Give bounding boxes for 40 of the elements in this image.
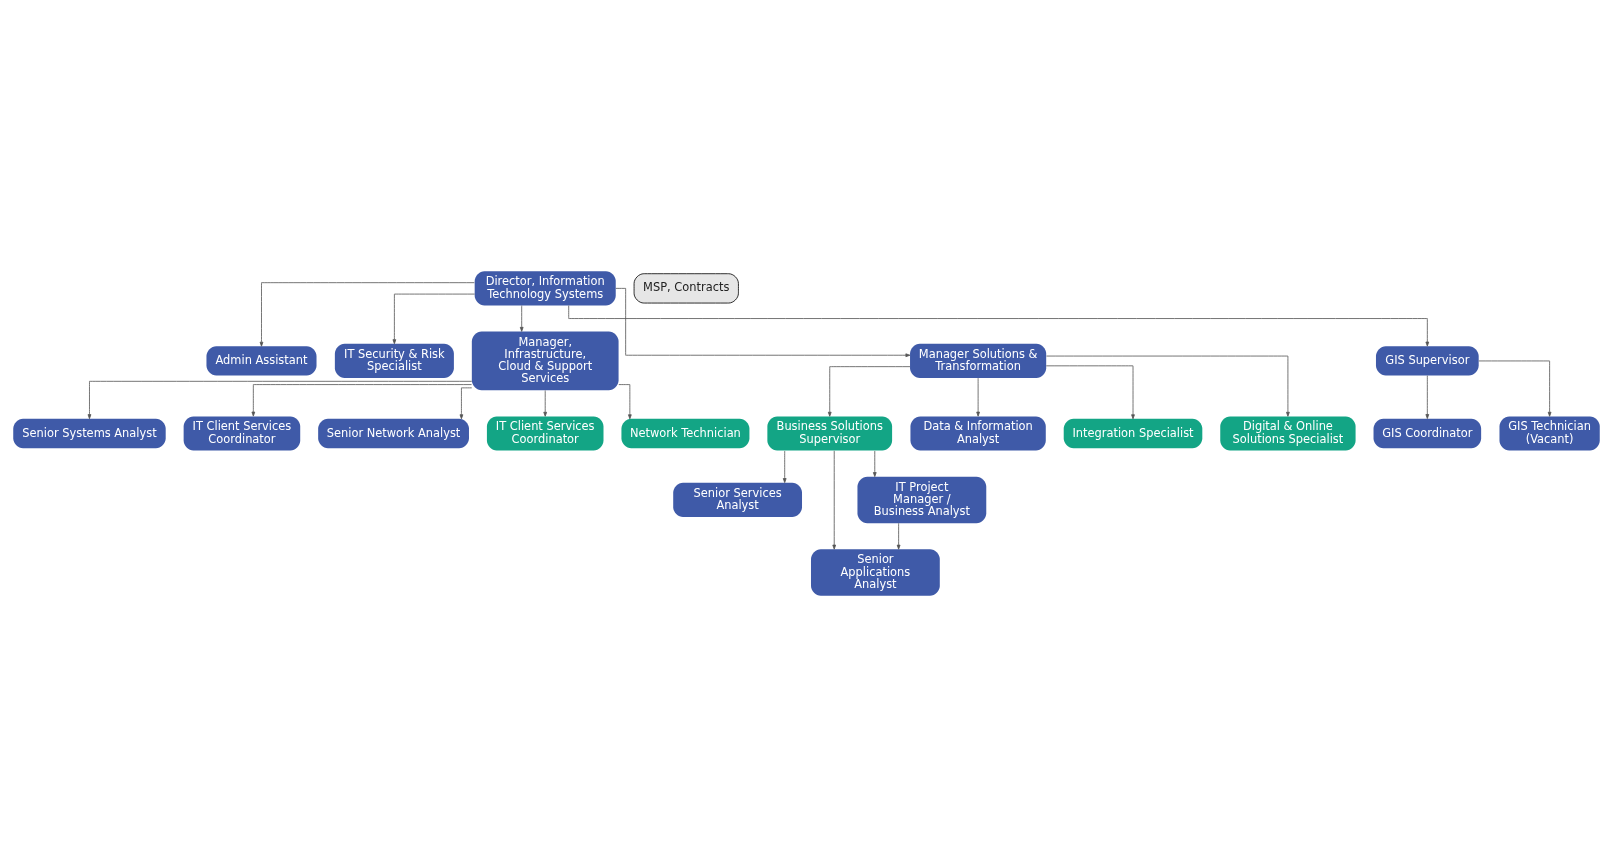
node-box: GIS Coordinator: [1373, 418, 1482, 448]
node-box: GIS Supervisor: [1375, 345, 1479, 376]
arrow: [872, 450, 877, 477]
node-box: Data & Information Analyst: [910, 415, 1046, 451]
node-box: Manager Solutions & Transformation: [910, 343, 1047, 378]
arrow: [827, 365, 911, 417]
arrow: [782, 450, 787, 483]
arrow: [618, 383, 632, 419]
arrow: [87, 380, 473, 419]
arrow: [459, 386, 473, 419]
node-box: Senior Services Analyst: [673, 482, 802, 517]
node-box: Senior Applications Analyst: [811, 548, 940, 596]
node-box: Manager, Infrastructure, Cloud & Support Services: [471, 331, 619, 390]
node-box: Digital & Online Solutions Specialist: [1220, 415, 1356, 451]
arrow: [392, 293, 476, 344]
arrow: [568, 304, 1430, 347]
node-box: Director, Information Technology Systems: [474, 270, 616, 305]
arrow: [543, 389, 548, 417]
node-box: Admin Assistant: [206, 345, 317, 376]
node-box: IT Client Services Coordinator: [183, 415, 301, 451]
arrow: [615, 287, 911, 357]
node-box: Integration Specialist: [1063, 418, 1203, 448]
node-box: GIS Technician (Vacant): [1499, 415, 1600, 451]
node-box: Business Solutions Supervisor: [767, 415, 893, 451]
arrow: [976, 377, 980, 417]
node-box: IT Client Services Coordinator: [486, 415, 604, 451]
arrow: [519, 304, 524, 332]
node-box: IT Security & Risk Specialist: [334, 343, 454, 378]
arrow: [1478, 360, 1552, 417]
arrow: [832, 449, 837, 550]
arrow: [1046, 355, 1290, 417]
arrow: [1045, 364, 1135, 419]
node-box: Senior Network Analyst: [318, 418, 469, 448]
node-box: Network Technician: [621, 418, 750, 448]
node-box: IT Project Manager / Business Analyst: [857, 476, 987, 523]
arrow: [259, 281, 475, 347]
arrow: [1425, 374, 1430, 419]
arrow: [896, 522, 901, 550]
node-box: MSP, Contracts: [633, 272, 739, 303]
node-box: Senior Systems Analyst: [13, 418, 166, 448]
